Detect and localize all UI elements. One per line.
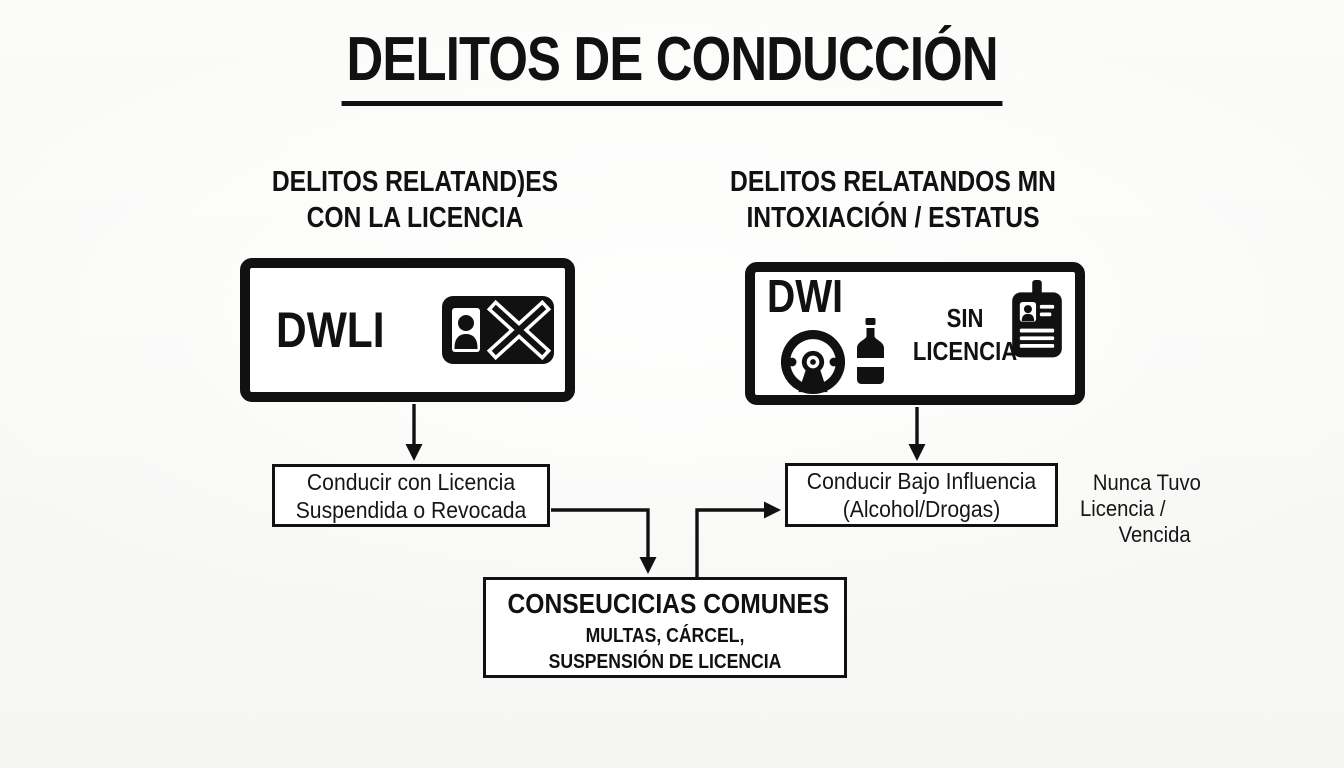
consequences-line1: MULTAS, CÁRCEL, (585, 625, 745, 647)
dui-influence-line2: (Alcohol/Drogas) (842, 496, 1001, 522)
left-branch-heading-line1: DELITOS RELATAND)ES (271, 166, 559, 198)
alcohol-bottle-icon (857, 318, 884, 384)
right-branch-heading-line2: INTOXIACIÓN / ESTATUS (746, 202, 1040, 234)
dui-influence-line1: Conducir Bajo Influencia (806, 468, 1037, 494)
page-title: DELITOS DE CONDUCCIÓN (341, 28, 1003, 106)
common-consequences-box: CONSEUCICIAS COMUNES MULTAS, CÁRCEL, SUS… (483, 577, 847, 678)
steering-wheel-icon (780, 329, 846, 395)
side-note-line2: Licencia / (1080, 496, 1166, 521)
side-note-line3: Vencida (1118, 522, 1191, 547)
dwli-offense-box: DWLI (240, 258, 575, 402)
dwli-label: DWLI (276, 302, 385, 358)
dui-influence-box: Conducir Bajo Influencia (Alcohol/Drogas… (785, 463, 1058, 527)
revoked-license-x-icon (441, 296, 554, 364)
suspended-license-box: Conducir con Licencia Suspendida o Revoc… (272, 464, 550, 527)
suspended-license-line1: Conducir con Licencia (306, 468, 516, 495)
dwi-label: DWI (767, 270, 844, 322)
left-branch-heading: DELITOS RELATAND)ES CON LA LICENCIA (249, 164, 581, 236)
right-branch-heading: DELITOS RELATANDOS MN INTOXIACIÓN / ESTA… (727, 164, 1059, 236)
right-branch-heading-line1: DELITOS RELATANDOS MN (730, 166, 1056, 198)
consequences-line2: SUSPENSIÓN DE LICENCIA (548, 651, 782, 673)
page-title-wrap: DELITOS DE CONDUCCIÓN (0, 28, 1344, 106)
sin-licencia-label: SIN LICENCIA (895, 302, 1034, 368)
sin-licencia-line2: LICENCIA (912, 336, 1018, 366)
left-branch-heading-line2: CON LA LICENCIA (306, 202, 524, 234)
side-note-line1: Nunca Tuvo (1092, 470, 1201, 495)
sin-licencia-line1: SIN (946, 303, 984, 333)
suspended-license-line2: Suspendida o Revocada (295, 496, 527, 523)
consequences-title: CONSEUCICIAS COMUNES (507, 588, 830, 619)
never-had-license-note: Nunca Tuvo Licencia / Vencida (1080, 470, 1201, 548)
dwi-offense-box: DWI SIN LICENCIA (745, 262, 1085, 405)
id-badge-icon (1012, 280, 1062, 358)
